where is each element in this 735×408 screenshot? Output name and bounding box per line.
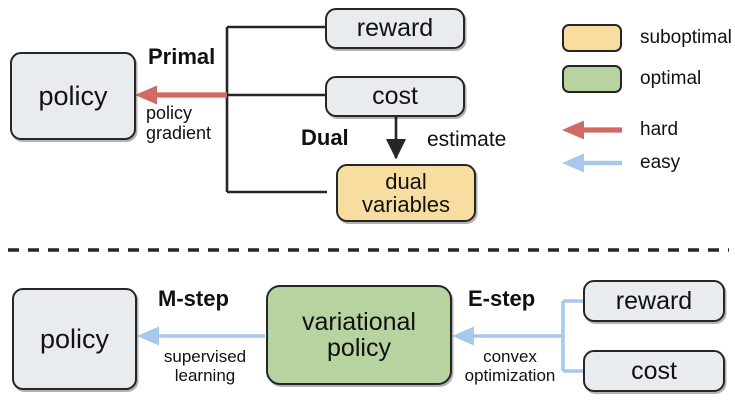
label-policy-gradient: policy gradient	[146, 103, 246, 144]
legend-swatch-suboptimal	[562, 24, 622, 52]
node-policy-primal-label: policy	[38, 80, 108, 111]
node-variational-policy-label-line2: policy	[327, 334, 391, 362]
node-policy-em[interactable]: policy	[12, 288, 137, 390]
legend-arrow-hard	[562, 120, 622, 140]
label-dual: Dual	[301, 125, 349, 150]
label-primal: Primal	[148, 44, 216, 69]
node-dual-variables[interactable]: dual variables	[336, 164, 476, 222]
label-supervised-learning-line1: supervised	[163, 347, 247, 366]
legend-label-easy: easy	[640, 152, 681, 173]
legend-label-suboptimal: suboptimal	[640, 27, 732, 48]
label-policy-gradient-line2: gradient	[146, 122, 212, 143]
node-reward-em[interactable]: reward	[583, 280, 725, 322]
label-convex-optimization-line1: convex	[483, 347, 537, 366]
node-cost-em-label: cost	[631, 356, 677, 385]
legend-arrow-easy	[562, 153, 622, 173]
label-estimate: estimate	[427, 128, 507, 151]
label-convex-optimization-line2: optimization	[464, 365, 556, 385]
label-supervised-learning: supervised learning	[150, 347, 260, 385]
node-variational-policy-label-line1: variational	[302, 307, 416, 336]
label-policy-gradient-line1: policy	[146, 103, 193, 123]
node-policy-em-label: policy	[39, 323, 110, 354]
node-reward-em-label: reward	[615, 286, 693, 315]
legend-label-hard: hard	[640, 119, 679, 140]
node-dual-variables-label-line2: variables	[361, 192, 451, 217]
m-step-arrow-easy	[137, 326, 265, 346]
node-policy-primal[interactable]: policy	[10, 52, 136, 140]
legend-label-optimal: optimal	[640, 68, 702, 89]
label-supervised-learning-line2: learning	[174, 365, 236, 385]
policy-gradient-arrow-hard	[135, 85, 227, 105]
label-m-step: M-step	[158, 286, 229, 311]
label-e-step: E-step	[468, 286, 536, 311]
legend-swatch-optimal	[562, 65, 622, 93]
node-dual-variables-label-line1: dual	[385, 168, 427, 194]
node-reward-primal-label: reward	[356, 14, 434, 43]
node-cost-primal[interactable]: cost	[325, 76, 465, 117]
label-convex-optimization: convex optimization	[451, 347, 569, 385]
node-reward-primal[interactable]: reward	[325, 8, 465, 49]
node-cost-primal-label: cost	[372, 82, 418, 111]
node-cost-em[interactable]: cost	[583, 350, 725, 392]
node-variational-policy[interactable]: variational policy	[266, 285, 452, 385]
